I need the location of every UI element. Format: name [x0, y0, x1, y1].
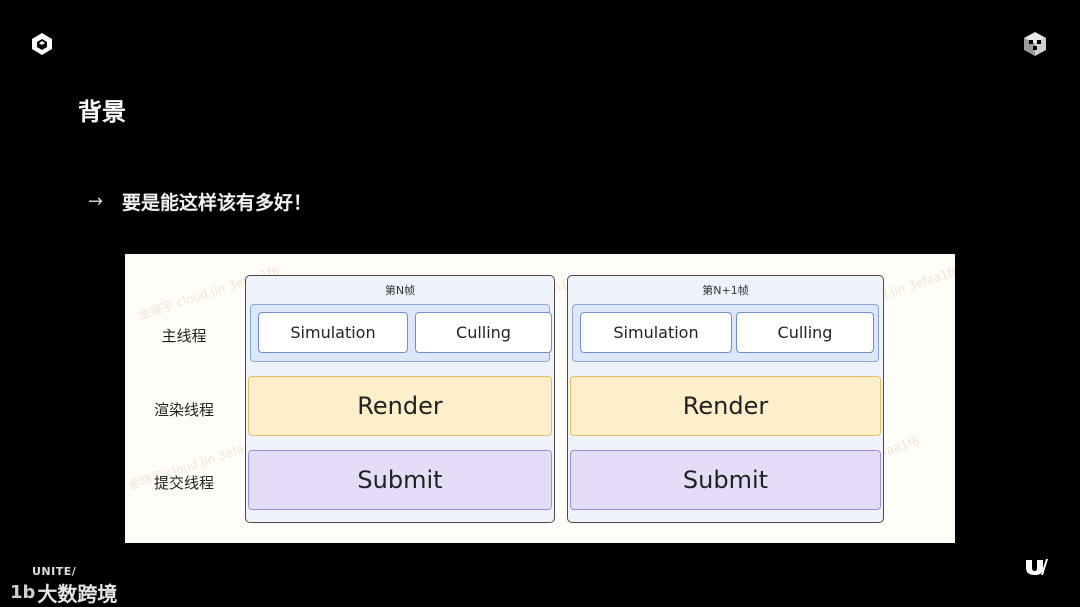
simulation-task: Simulation — [258, 312, 408, 353]
bullet-text: 要是能这样该有多好！ — [122, 192, 313, 214]
culling-task: Culling — [736, 312, 874, 353]
row-label-render-thread: 渲染线程 — [153, 401, 214, 419]
footer-brand: UNITE/ 1b 大数跨境 — [10, 565, 117, 607]
brand-name: 大数跨境 — [37, 582, 118, 606]
brand-mark-icon: 1b — [10, 582, 36, 603]
render-task: Render — [248, 376, 552, 436]
unite-u-logo-icon — [1026, 559, 1048, 575]
submit-task: Submit — [248, 450, 552, 510]
arrow-right-icon: → — [88, 191, 104, 212]
main-thread-group: Simulation Culling — [250, 304, 552, 362]
row-label-submit-thread: 提交线程 — [153, 474, 214, 492]
submit-task: Submit — [570, 450, 881, 510]
main-thread-group: Simulation Culling — [572, 304, 879, 362]
unite-label: UNITE/ — [32, 565, 77, 578]
frame-title: 第N+1帧 — [702, 284, 749, 297]
simulation-task: Simulation — [580, 312, 732, 353]
unity-cube-icon — [1024, 32, 1046, 56]
row-label-main-thread: 主线程 — [161, 327, 207, 345]
frame-n: 第N帧 Simulation Culling Render Submit — [245, 275, 555, 523]
render-task: Render — [570, 376, 881, 436]
frame-n-plus-1: 第N+1帧 Simulation Culling Render Submit — [567, 275, 884, 523]
slide-title: 背景 — [78, 98, 126, 126]
unity-logo-icon — [32, 33, 52, 55]
culling-task: Culling — [415, 312, 552, 353]
bullet-point: → 要是能这样该有多好！ — [88, 188, 312, 215]
thread-diagram: 金晓宇 cloud.jin 3efaa1f6 金晓宇 cloud.jin 3ef… — [125, 254, 955, 543]
frame-title: 第N帧 — [384, 284, 416, 297]
